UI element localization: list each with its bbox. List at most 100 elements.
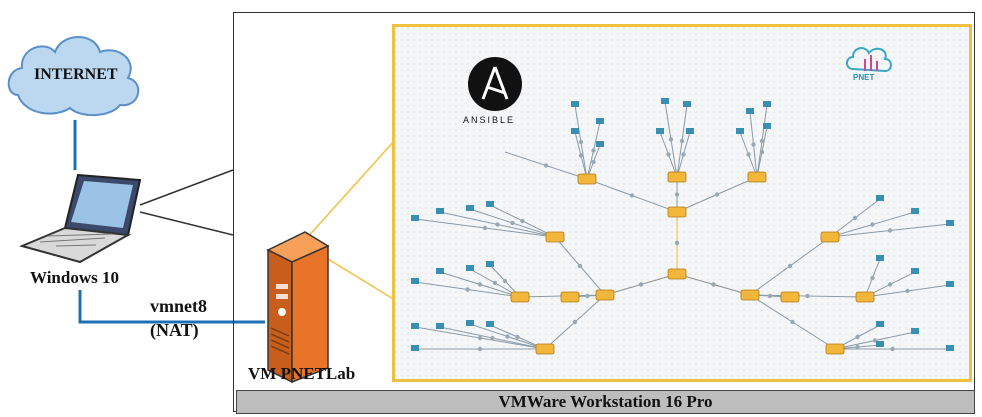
- link-port-marker: [585, 293, 590, 299]
- link-port-marker: [759, 138, 765, 144]
- link-port-marker: [767, 293, 773, 299]
- link-port-marker: [477, 346, 483, 352]
- link-port-marker: [578, 153, 584, 158]
- link-port-marker: [746, 152, 751, 157]
- switch-icon: [820, 231, 840, 243]
- link-port-marker: [492, 280, 498, 286]
- link-port-marker: [591, 159, 596, 165]
- pc-icon: [946, 220, 954, 226]
- pnet-logo-icon: [846, 47, 892, 73]
- internet-label: INTERNET: [34, 66, 118, 83]
- vmnet8-link: [78, 290, 265, 324]
- link-port-marker: [751, 142, 756, 147]
- link-port-marker: [711, 282, 716, 287]
- zoom-line-top: [139, 169, 234, 206]
- lab-nodes: [411, 98, 954, 355]
- switch-icon: [855, 291, 875, 303]
- pc-icon: [571, 101, 579, 107]
- link-port-marker: [668, 137, 674, 142]
- link-port-marker: [520, 218, 525, 224]
- zoom-line-bottom: [139, 211, 234, 236]
- link-port-marker: [510, 220, 515, 226]
- link-port-marker: [495, 222, 500, 227]
- switch-icon: [510, 291, 530, 303]
- windows-label: Windows 10: [30, 268, 119, 287]
- link-port-marker: [890, 346, 895, 352]
- pc-icon: [686, 128, 694, 134]
- link-port-marker: [855, 344, 860, 350]
- pc-icon: [746, 108, 754, 114]
- switch-icon: [740, 289, 760, 301]
- switch-icon: [747, 171, 767, 183]
- pc-icon: [876, 195, 884, 201]
- pc-icon: [911, 208, 919, 214]
- link-port-marker: [482, 225, 488, 231]
- link-port-marker: [477, 282, 483, 287]
- pnetlab-label: VM PNETLab: [248, 364, 356, 383]
- switch-icon: [667, 171, 687, 183]
- pc-icon: [876, 255, 884, 261]
- pc-icon: [436, 268, 444, 274]
- link-port-marker: [852, 215, 858, 221]
- link-port-marker: [887, 228, 893, 233]
- switch-icon: [825, 343, 845, 355]
- link-port-marker: [790, 319, 795, 325]
- switch-icon: [780, 291, 800, 303]
- pc-icon: [411, 278, 419, 284]
- pc-icon: [946, 345, 954, 351]
- link-port-marker: [674, 240, 680, 246]
- pc-icon: [876, 321, 884, 327]
- pc-icon: [486, 321, 494, 327]
- lab-zoom-line-top: [304, 139, 396, 241]
- pc-icon: [596, 141, 604, 147]
- link-port-marker: [490, 335, 495, 341]
- pc-icon: [946, 281, 954, 287]
- link-port-marker: [465, 287, 470, 292]
- link-port-marker: [666, 152, 671, 157]
- link-port-marker: [577, 263, 583, 269]
- link-port-marker: [638, 282, 644, 287]
- link-port-marker: [572, 319, 578, 325]
- pc-icon: [656, 128, 664, 134]
- pc-icon: [436, 208, 444, 214]
- pc-icon: [661, 98, 669, 104]
- link-port-marker: [629, 193, 635, 198]
- link-port-marker: [674, 192, 680, 197]
- link-port-marker: [505, 334, 510, 339]
- link-port-marker: [515, 334, 520, 340]
- ansible-logo-icon: [468, 57, 522, 111]
- link-port-marker: [759, 149, 765, 155]
- pnet-logo-label: PNET: [853, 73, 875, 82]
- link-port-marker: [714, 192, 720, 197]
- link-port-marker: [870, 222, 875, 227]
- switch-icon: [545, 231, 565, 243]
- link-port-marker: [681, 152, 686, 157]
- link-port-marker: [905, 288, 910, 294]
- link-port-marker: [787, 263, 793, 269]
- pc-icon: [466, 320, 474, 326]
- link-port-marker: [855, 334, 860, 340]
- switch-icon: [667, 206, 687, 218]
- pc-icon: [736, 128, 744, 134]
- pc-icon: [466, 205, 474, 211]
- switch-icon: [595, 289, 615, 301]
- link-port-marker: [887, 282, 893, 287]
- pc-icon: [411, 323, 419, 329]
- laptop-icon: [18, 173, 142, 264]
- server-tower-icon: [266, 231, 330, 384]
- pc-icon: [436, 323, 444, 329]
- pc-icon: [763, 123, 771, 129]
- link-port-marker: [477, 335, 483, 341]
- switch-icon: [577, 173, 597, 185]
- link-port-marker: [679, 138, 685, 144]
- link-port-marker: [578, 139, 584, 145]
- pc-icon: [683, 101, 691, 107]
- lab-topology-panel: ANSIBLE PNET: [392, 24, 972, 382]
- internet-cloud-icon: [7, 36, 140, 117]
- pc-icon: [763, 101, 771, 107]
- pc-icon: [486, 261, 494, 267]
- switch-icon: [667, 268, 687, 280]
- pc-icon: [596, 118, 604, 124]
